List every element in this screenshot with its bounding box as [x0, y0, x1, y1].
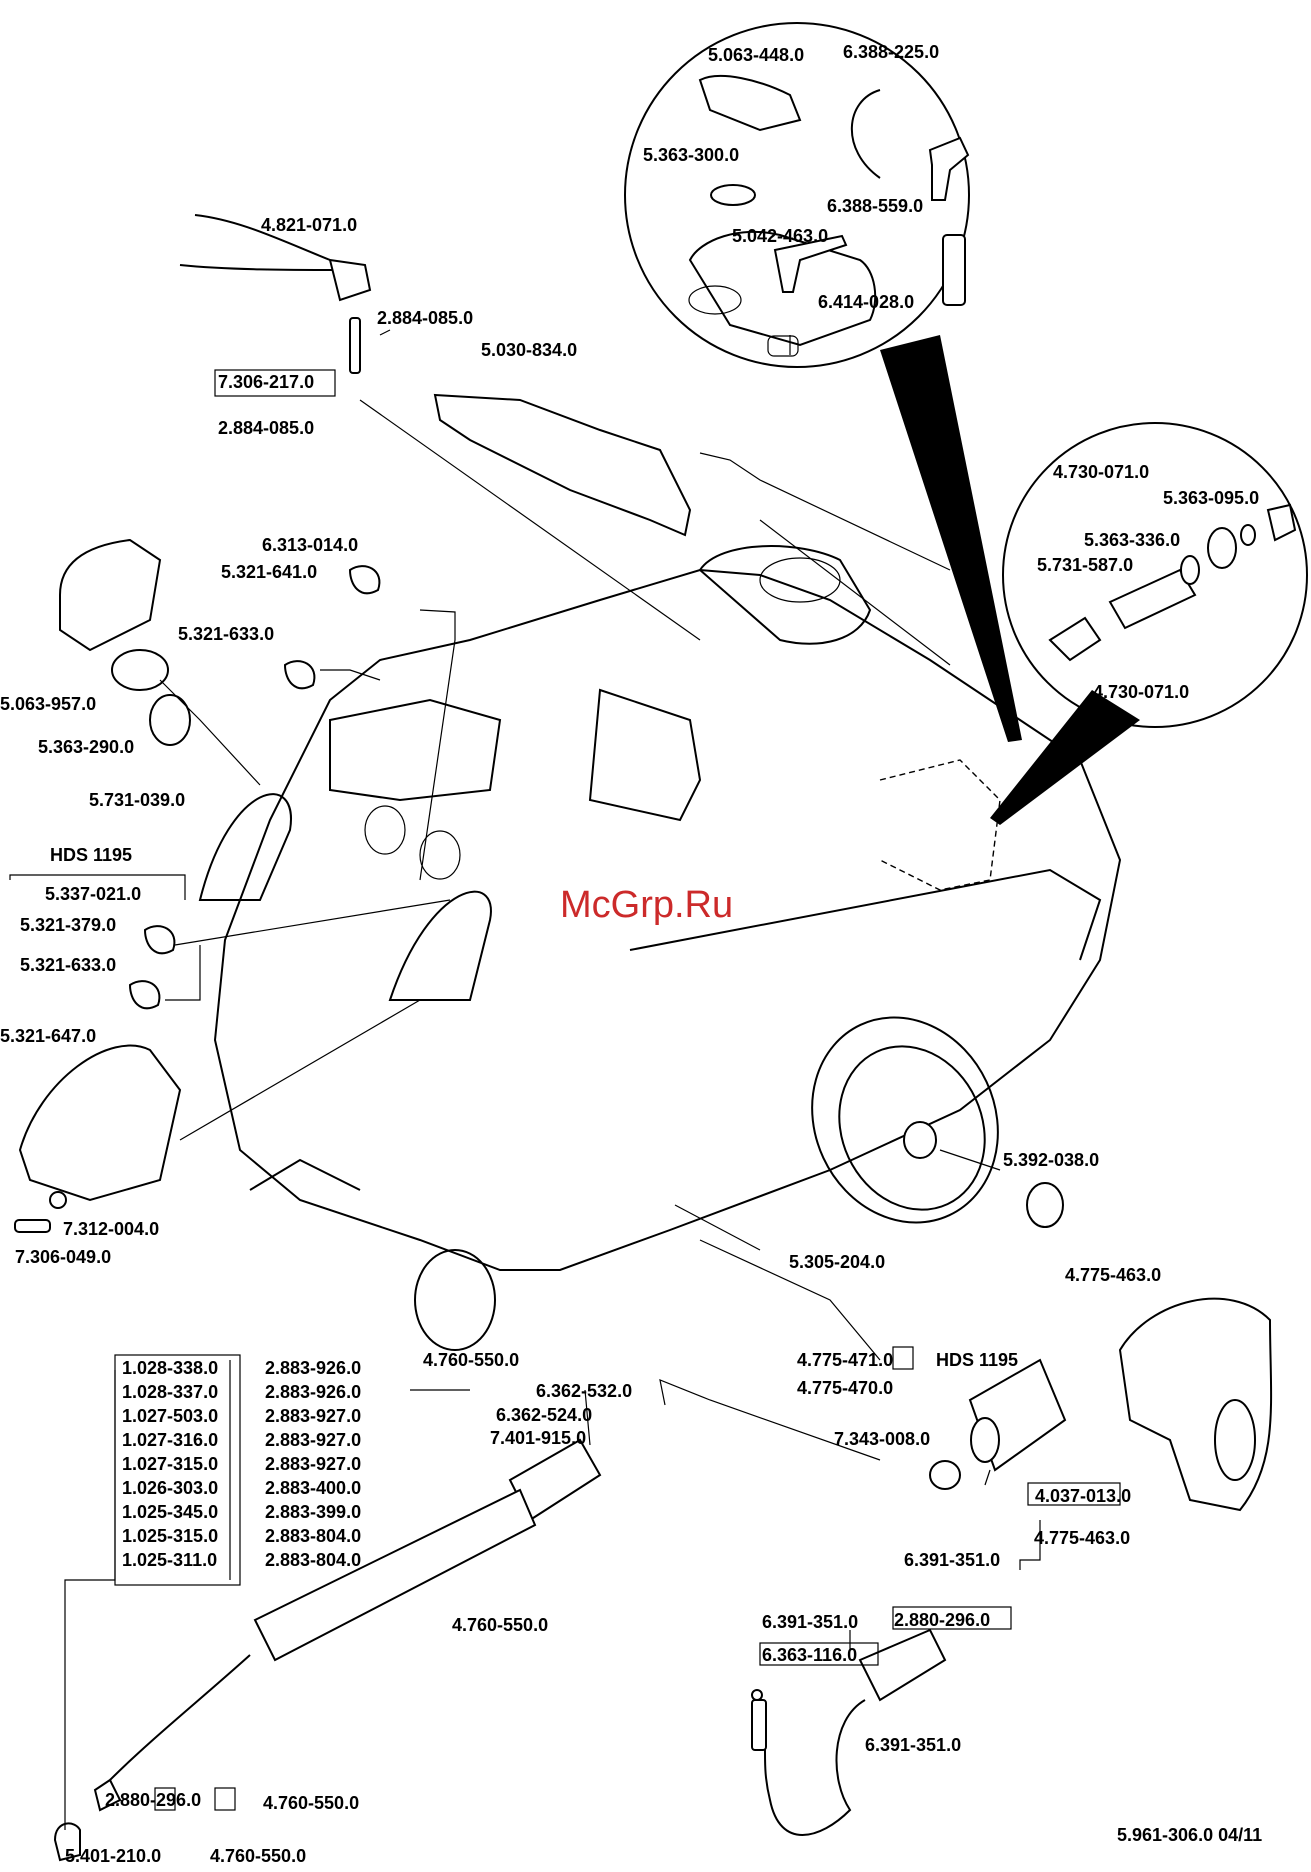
part-label: 6.391-351.0	[904, 1550, 1001, 1570]
hose-assembly	[751, 1628, 947, 1836]
part-label: 6.414-028.0	[818, 292, 915, 312]
top-cover-part	[433, 393, 692, 537]
part-label: 2.883-927.0	[265, 1454, 362, 1474]
part-label: 1.025-311.0	[122, 1550, 218, 1570]
part-label: HDS 1195	[936, 1350, 1019, 1370]
document-code: 5.961-306.0 04/11	[1117, 1825, 1263, 1845]
part-label: 5.321-641.0	[221, 562, 318, 582]
part-label: 5.305-204.0	[789, 1252, 886, 1272]
part-label: 4.821-071.0	[261, 215, 358, 235]
detail-cone-top	[880, 335, 1022, 742]
part-label: 1.028-337.0	[122, 1382, 219, 1402]
part-label: 2.883-927.0	[265, 1406, 362, 1426]
part-label: 5.063-448.0	[708, 45, 805, 65]
part-label: 5.392-038.0	[1003, 1150, 1100, 1170]
part-label: 2.884-085.0	[218, 418, 315, 438]
part-label: 2.880-296.0	[894, 1610, 991, 1630]
part-label: 5.401-210.0	[65, 1846, 162, 1866]
part-label: 4.760-550.0	[423, 1350, 520, 1370]
right-detail-circle	[1002, 422, 1308, 728]
part-label: 1.027-316.0	[122, 1430, 219, 1450]
part-label: 4.775-471.0	[797, 1350, 894, 1370]
part-label: 6.363-116.0	[762, 1645, 858, 1665]
part-label: 1.026-303.0	[122, 1478, 219, 1498]
spray-gun	[929, 1297, 1273, 1512]
part-label: 5.731-587.0	[1037, 555, 1134, 575]
part-label: 1.025-315.0	[122, 1526, 219, 1546]
part-label: 2.883-400.0	[265, 1478, 362, 1498]
cable-harness	[179, 214, 372, 374]
detail-cone-right	[990, 690, 1140, 825]
part-label: 4.775-470.0	[797, 1378, 894, 1398]
part-label: 6.313-014.0	[262, 535, 359, 555]
part-label: 5.337-021.0	[45, 884, 142, 904]
watermark: McGrp.Ru	[560, 884, 734, 926]
part-label: 5.321-647.0	[0, 1026, 97, 1046]
part-label: 7.343-008.0	[834, 1429, 931, 1449]
part-label: 4.775-463.0	[1034, 1528, 1131, 1548]
part-label: 6.391-351.0	[865, 1735, 962, 1755]
part-label: 6.362-532.0	[536, 1381, 633, 1401]
part-label: 4.037-013.0	[1035, 1486, 1132, 1506]
top-detail-circle	[624, 22, 970, 368]
part-label: 5.063-957.0	[0, 694, 97, 714]
part-label: 4.775-463.0	[1065, 1265, 1162, 1285]
part-label: 2.883-804.0	[265, 1526, 362, 1546]
spray-lance	[53, 1438, 602, 1862]
part-label: 5.042-463.0	[732, 226, 829, 246]
label-brackets	[114, 369, 1121, 1811]
part-label: 4.760-550.0	[452, 1615, 549, 1635]
part-label: 2.883-926.0	[265, 1358, 362, 1378]
part-label: 5.321-379.0	[20, 915, 117, 935]
part-label: HDS 1195	[50, 845, 133, 865]
left-small-parts	[14, 538, 381, 1233]
leader-lines	[9, 329, 1041, 1830]
part-label: 4.730-071.0	[1053, 462, 1150, 482]
part-label: 2.884-085.0	[377, 308, 474, 328]
part-label: 5.030-834.0	[481, 340, 578, 360]
part-label: 2.883-926.0	[265, 1382, 362, 1402]
part-label: 5.363-290.0	[38, 737, 135, 757]
part-label: 1.027-503.0	[122, 1406, 219, 1426]
part-label: 6.388-225.0	[843, 42, 940, 62]
wheel	[414, 1016, 1064, 1351]
part-label: 5.363-095.0	[1163, 488, 1260, 508]
part-label: 5.363-336.0	[1084, 530, 1181, 550]
part-label: 7.312-004.0	[63, 1219, 160, 1239]
part-label: 2.883-804.0	[265, 1550, 362, 1570]
part-label: 5.321-633.0	[178, 624, 275, 644]
part-label: 6.388-559.0	[827, 196, 924, 216]
part-label: 4.730-071.0	[1093, 682, 1190, 702]
part-label: 1.028-338.0	[122, 1358, 219, 1378]
part-label: 5.363-300.0	[643, 145, 740, 165]
part-label: 1.025-345.0	[122, 1502, 219, 1522]
part-label: 2.880-296.0	[105, 1790, 202, 1810]
part-label: 4.760-550.0	[210, 1846, 307, 1866]
part-label: 6.391-351.0	[762, 1612, 859, 1632]
part-label: 5.321-633.0	[20, 955, 117, 975]
machine-body	[198, 545, 1122, 1271]
part-label: 5.731-039.0	[89, 790, 186, 810]
part-label: 2.883-399.0	[265, 1502, 362, 1522]
part-label: 6.362-524.0	[496, 1405, 593, 1425]
part-label: 7.306-049.0	[15, 1247, 112, 1267]
part-label: 4.760-550.0	[263, 1793, 360, 1813]
part-label: 2.883-927.0	[265, 1430, 362, 1450]
part-label: 1.027-315.0	[122, 1454, 219, 1474]
part-label: 7.401-915.0	[490, 1428, 587, 1448]
part-label: 7.306-217.0	[218, 372, 315, 392]
